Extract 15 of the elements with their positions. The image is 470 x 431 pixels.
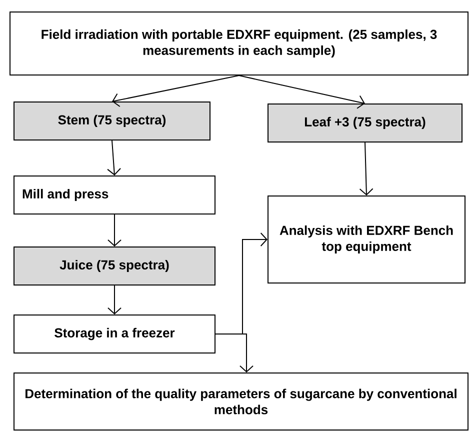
arrow	[238, 75, 365, 109]
process-box: Analysis with EDXRF Bench top equipment	[268, 196, 466, 284]
process-box: Stem (75 spectra)	[14, 102, 210, 140]
process-box: Storage in a freezer	[14, 314, 216, 354]
arrow	[112, 75, 240, 108]
process-box: Mill and press	[14, 176, 216, 214]
arrow	[107, 140, 121, 176]
process-box: Juice (75 spectra)	[14, 246, 216, 286]
arrow	[215, 334, 254, 372]
arrow	[108, 285, 122, 314]
process-box: Field irradiation with portable EDXRF equipment. (25 samples, 3 measurements in each sample)	[10, 12, 468, 76]
process-box: Leaf +3 (75 spectra)	[268, 104, 462, 142]
arrow	[359, 142, 374, 196]
arrow	[108, 214, 122, 246]
process-box: Determination of the quality parameters of sugarcane by conventional methods	[14, 372, 468, 430]
